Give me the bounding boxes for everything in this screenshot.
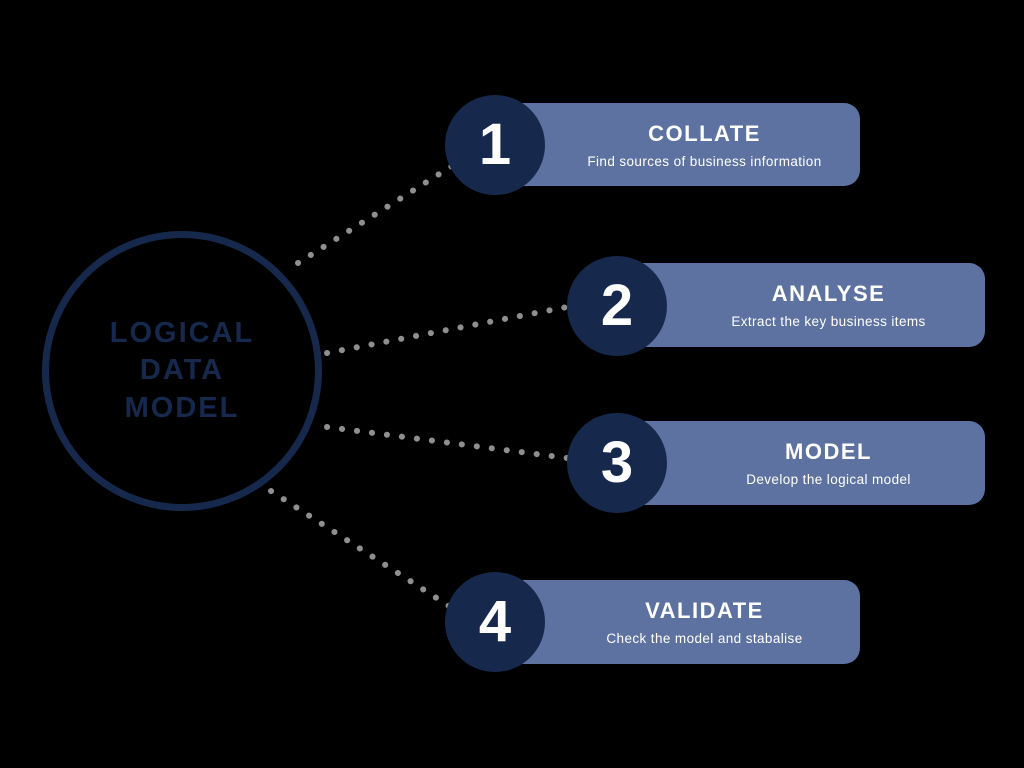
step-title: ANALYSE xyxy=(771,281,886,306)
step-subtitle: Check the model and stabalise xyxy=(606,631,803,646)
central-circle-label: LOGICAL DATA MODEL xyxy=(109,317,255,424)
step-subtitle: Extract the key business items xyxy=(731,314,926,329)
connector-line-step-1 xyxy=(295,163,455,266)
step-bar-collate: COLLATE Find sources of business informa… xyxy=(497,103,860,186)
step-number-badge: 3 xyxy=(567,413,667,513)
step-number-badge: 4 xyxy=(445,572,545,672)
step-title: MODEL xyxy=(785,439,872,464)
step-subtitle: Develop the logical model xyxy=(746,472,911,487)
connector-line-step-3 xyxy=(324,424,570,461)
step-title: COLLATE xyxy=(648,120,761,146)
step-bar-model: MODEL Develop the logical model xyxy=(620,421,985,505)
connector-line-step-2 xyxy=(324,304,570,356)
step-title: VALIDATE xyxy=(645,598,764,623)
step-number-badge: 2 xyxy=(567,256,667,356)
step-bar-validate: VALIDATE Check the model and stabalise xyxy=(497,580,860,664)
step-bar-analyse: ANALYSE Extract the key business items xyxy=(620,263,985,347)
step-subtitle: Find sources of business information xyxy=(587,153,822,169)
central-circle: LOGICAL DATA MODEL xyxy=(42,231,322,511)
step-number-badge: 1 xyxy=(445,95,545,195)
connector-line-step-4 xyxy=(268,488,455,611)
